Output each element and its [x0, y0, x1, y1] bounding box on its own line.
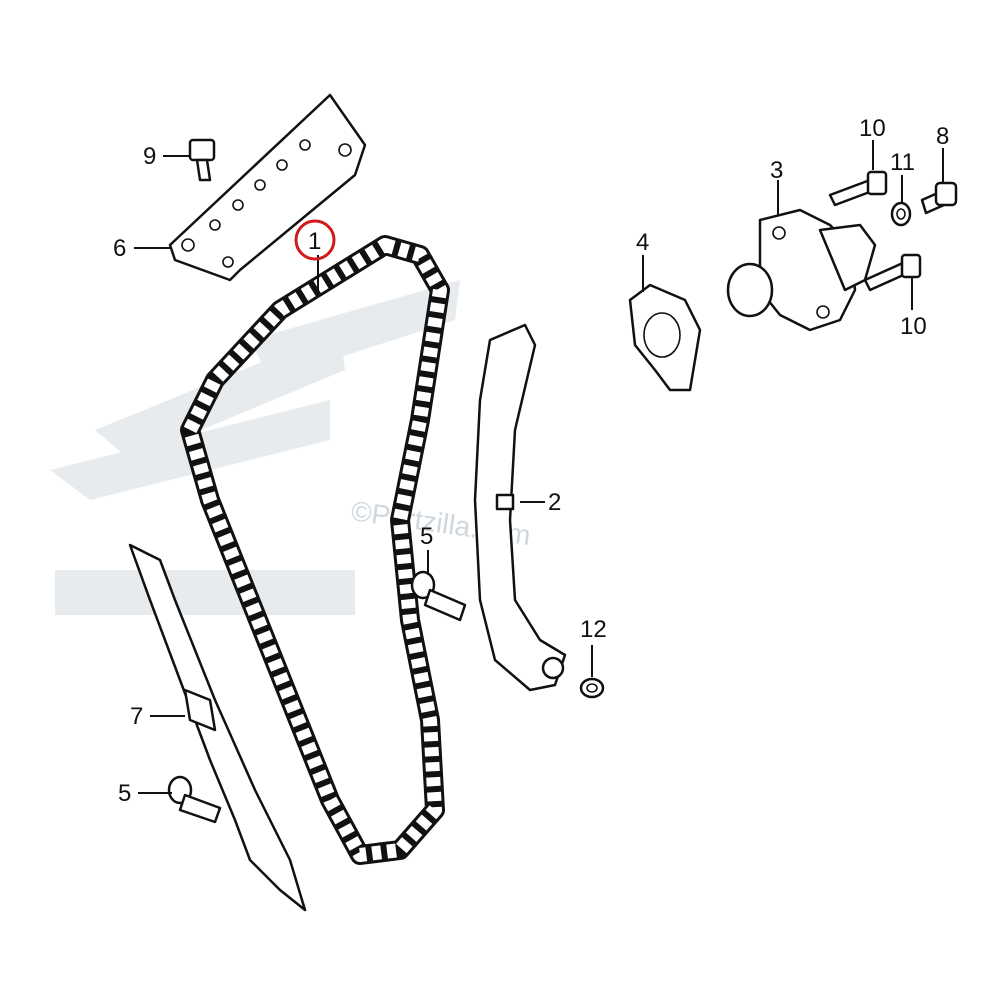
callout-6[interactable]: 6 — [113, 235, 126, 262]
gasket[interactable] — [628, 283, 702, 392]
leader-lines — [134, 140, 944, 794]
chain-guide[interactable] — [128, 543, 307, 912]
callout-5-lower[interactable]: 5 — [118, 780, 131, 807]
bolt-5-lower[interactable] — [167, 775, 222, 824]
highlight-circle-1 — [294, 219, 336, 261]
callout-2[interactable]: 2 — [548, 489, 561, 516]
callout-3[interactable]: 3 — [770, 157, 783, 184]
callout-4[interactable]: 4 — [636, 229, 649, 256]
cam-chain[interactable] — [180, 235, 450, 865]
callout-7[interactable]: 7 — [130, 703, 143, 730]
callout-11[interactable]: 11 — [890, 149, 915, 176]
callout-5-upper[interactable]: 5 — [420, 523, 433, 550]
callout-1[interactable]: 1 — [308, 228, 321, 255]
bolt-5-upper[interactable] — [410, 570, 467, 622]
background-logo — [50, 280, 460, 615]
callout-9[interactable]: 9 — [143, 143, 156, 170]
chain-guide-plate[interactable] — [168, 93, 367, 282]
callout-10-upper[interactable]: 10 — [859, 115, 886, 142]
tensioner-arm[interactable] — [473, 323, 567, 692]
bolt-8[interactable] — [920, 181, 958, 215]
bolt-9[interactable] — [188, 138, 216, 182]
callout-8[interactable]: 8 — [936, 123, 949, 150]
tensioner-lifter[interactable] — [726, 208, 877, 332]
callout-10-lower[interactable]: 10 — [900, 313, 927, 340]
callout-12[interactable]: 12 — [580, 616, 607, 643]
washer-12[interactable] — [579, 677, 605, 699]
washer-11[interactable] — [890, 201, 912, 227]
bolt-10-upper[interactable] — [828, 170, 888, 207]
bolt-10-lower[interactable] — [863, 253, 922, 292]
